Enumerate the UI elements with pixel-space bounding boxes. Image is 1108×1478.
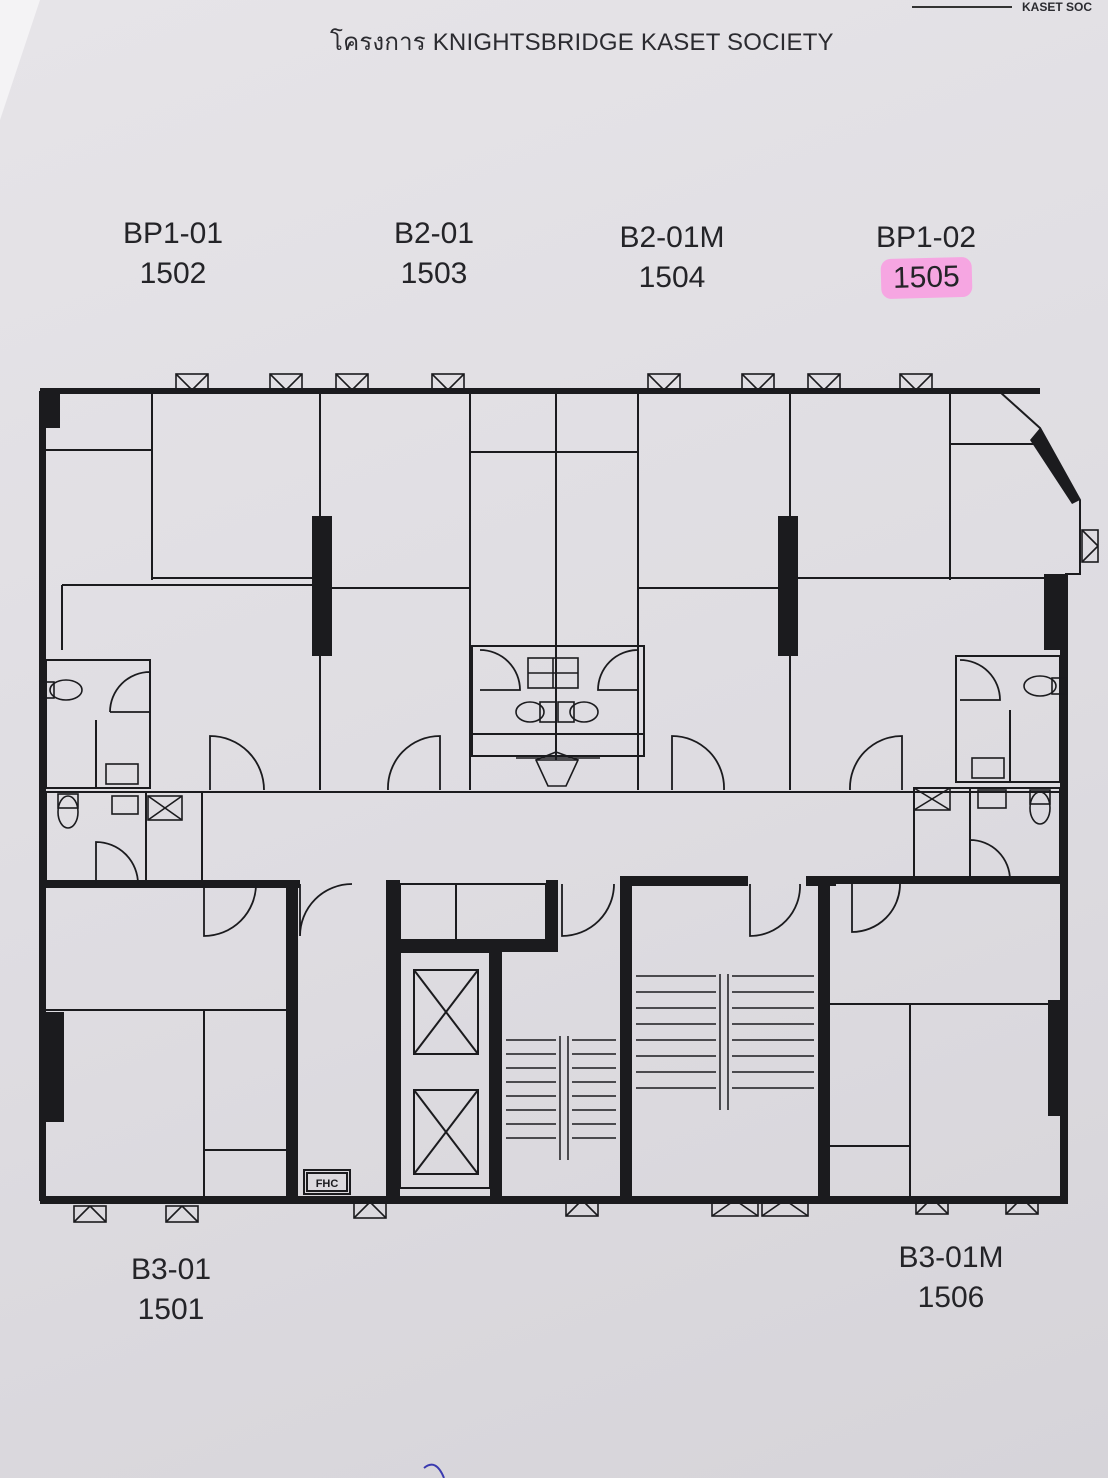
- unit-label-1503[interactable]: B2-01 1503: [349, 214, 519, 294]
- east-wall: [1060, 574, 1068, 1204]
- unit-label-1502[interactable]: BP1-01 1502: [88, 214, 258, 294]
- page-curl: [0, 0, 40, 120]
- core-wall: [386, 880, 400, 1200]
- unit-label-1506[interactable]: B3-01M 1506: [866, 1238, 1036, 1318]
- west-wall: [40, 392, 46, 1202]
- bathroom-1502: [45, 659, 151, 789]
- corridor-wall-west: [286, 880, 298, 1200]
- stair-wall: [818, 878, 830, 1200]
- project-title: โครงการ KNIGHTSBRIDGE KASET SOCIETY: [330, 29, 834, 56]
- bathroom-1505: [955, 655, 1061, 783]
- unit-type: B2-01M: [619, 221, 725, 254]
- unit-type: B3-01: [130, 1253, 212, 1286]
- stairs: [506, 974, 814, 1160]
- core-wall: [386, 940, 558, 952]
- lift-car-1: [413, 969, 479, 1055]
- corner-rule: [912, 6, 1012, 8]
- fhc-box: [303, 1169, 351, 1195]
- pen-mark: [423, 1463, 445, 1478]
- lift-cross: [413, 969, 479, 1055]
- unit-label-1505[interactable]: BP1-02 1505: [841, 218, 1011, 300]
- unit-type: BP1-01: [122, 217, 224, 250]
- column: [40, 1012, 64, 1122]
- stair-wall: [620, 880, 632, 1200]
- store-room: [399, 883, 547, 941]
- unit-number: 1502: [139, 257, 207, 290]
- south-wall: [40, 1196, 1068, 1204]
- unit-number: 1506: [917, 1281, 985, 1314]
- unit-type: B2-01: [393, 217, 475, 250]
- unit-type: B3-01M: [898, 1241, 1004, 1274]
- stair-wall: [620, 876, 748, 886]
- core-wall: [546, 880, 558, 950]
- angled-wall: [1030, 428, 1080, 504]
- unit-type: BP1-02: [875, 221, 977, 254]
- lift-car-2: [413, 1089, 479, 1175]
- lift-cross: [413, 1089, 479, 1175]
- fhc-inner: [306, 1172, 348, 1192]
- unit-number: 1503: [400, 257, 468, 290]
- unit-label-1501[interactable]: B3-01 1501: [86, 1250, 256, 1330]
- bathroom-1506: [969, 787, 1061, 881]
- fixtures: [39, 657, 1067, 829]
- shaft: [145, 791, 203, 885]
- fhc-label: FHC: [316, 1178, 339, 1190]
- unit-number: 1504: [638, 261, 706, 294]
- party-wall-2: [778, 516, 798, 656]
- north-wall: [40, 388, 1040, 394]
- core-wall: [490, 940, 502, 1200]
- shaft: [913, 787, 971, 881]
- unit-number: 1501: [137, 1293, 205, 1326]
- shared-bath: [471, 645, 645, 757]
- windows: [73, 373, 1099, 1223]
- column: [1048, 1000, 1068, 1116]
- unit-label-1504[interactable]: B2-01M 1504: [587, 218, 757, 298]
- corner-tag: KASET SOC: [1022, 0, 1093, 14]
- party-wall-1: [312, 516, 332, 656]
- column: [1044, 574, 1064, 650]
- lift-shaft: [399, 951, 491, 1189]
- door-swings: [95, 649, 1011, 937]
